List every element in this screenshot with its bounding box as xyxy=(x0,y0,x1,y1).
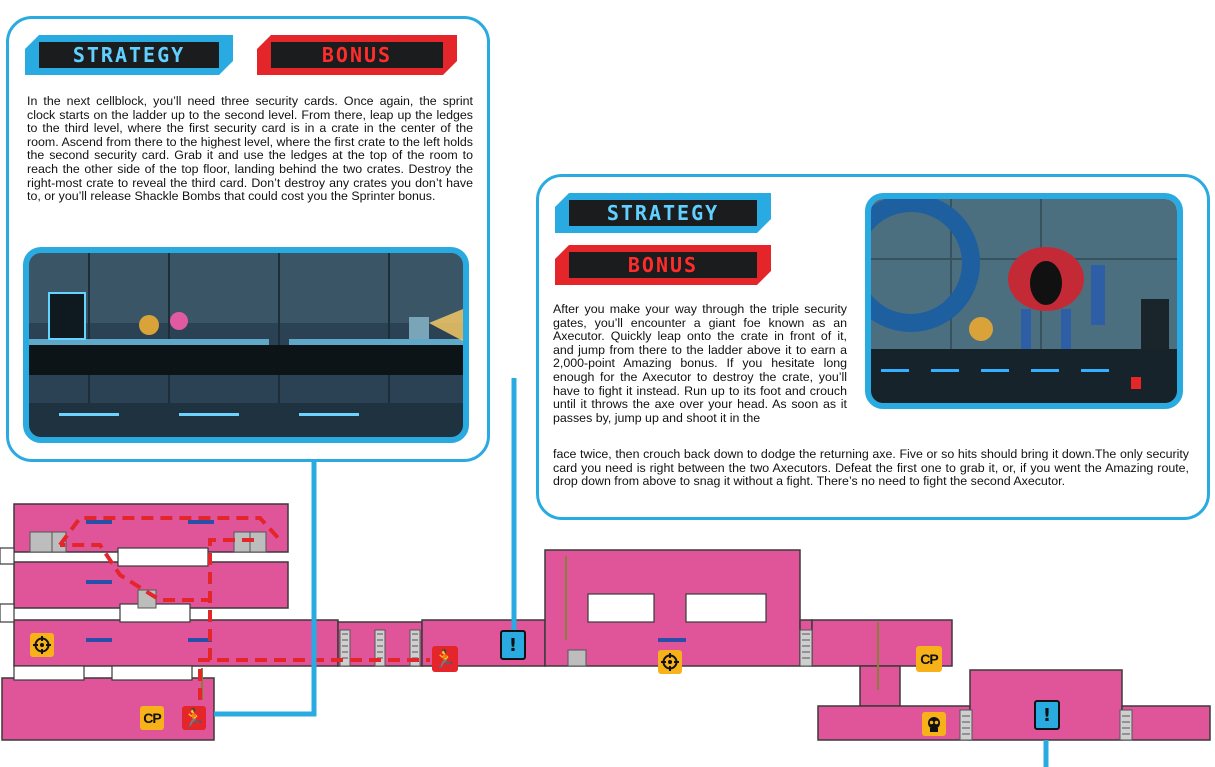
strategy-text: In the next cellblock, you’ll need three… xyxy=(27,94,473,204)
target-icon xyxy=(658,650,682,674)
checkpoint-icon: CP xyxy=(916,646,942,672)
enemy-skull-icon xyxy=(922,712,946,736)
strategy-tag: STRATEGY xyxy=(555,193,771,233)
sprint-route xyxy=(198,658,430,700)
sprinter-end-icon: 🏃 xyxy=(432,646,458,672)
checkpoint-icon: CP xyxy=(140,706,164,730)
target-icon xyxy=(30,633,54,657)
sprinter-start-icon: 🏃 xyxy=(182,706,206,730)
bonus-alert-icon: ! xyxy=(1034,700,1060,730)
bonus-tag: BONUS xyxy=(555,245,771,285)
bonus-alert-icon: ! xyxy=(500,630,526,660)
strategy-panel-axecutor: STRATEGY BONUS After you make your way t… xyxy=(536,174,1210,520)
screenshot-axecutor xyxy=(865,193,1183,409)
strategy-label: STRATEGY xyxy=(39,42,219,68)
map-corridor-main xyxy=(13,619,339,667)
bonus-label: BONUS xyxy=(569,252,757,278)
strategy-label: STRATEGY xyxy=(569,200,757,226)
screenshot-cellblock xyxy=(23,247,469,443)
strategy-text-full: face twice, then crouch back down to dod… xyxy=(553,447,1189,489)
bonus-label: BONUS xyxy=(271,42,443,68)
strategy-text-wrapped: After you make your way through the trip… xyxy=(553,302,847,425)
strategy-panel-cellblock: STRATEGY BONUS In the next cellblock, yo… xyxy=(6,16,490,462)
strategy-tag: STRATEGY xyxy=(25,35,233,75)
bonus-tag: BONUS xyxy=(257,35,457,75)
